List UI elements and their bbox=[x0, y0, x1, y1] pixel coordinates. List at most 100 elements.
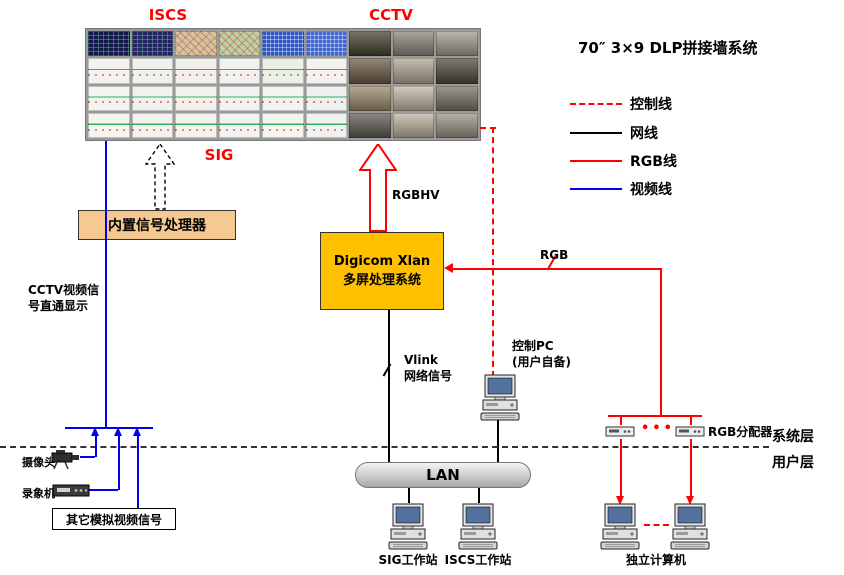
page-title: 70″ 3×9 DLP拼接墙系统 bbox=[578, 39, 758, 57]
blue-arrowhead-other bbox=[133, 427, 141, 436]
camera-connector bbox=[80, 456, 95, 458]
legend-item-rgb: RGB线 bbox=[570, 152, 677, 170]
wall-tile bbox=[392, 58, 435, 84]
wall-tile bbox=[392, 112, 435, 138]
vlink-tick bbox=[382, 363, 392, 377]
legend-item-control: 控制线 bbox=[570, 95, 672, 113]
blue-arrowhead-recorder bbox=[114, 427, 122, 436]
wall-tile bbox=[131, 58, 174, 84]
splitter-ellipsis: ••• bbox=[641, 421, 675, 436]
wall-tile bbox=[218, 85, 261, 111]
standalone-pc-ellipsis-line bbox=[644, 524, 669, 526]
controlpc-lan-line bbox=[497, 420, 499, 462]
legend-line-control bbox=[570, 103, 622, 105]
wall-tile bbox=[262, 112, 304, 138]
rgb-splitter-icon-2 bbox=[675, 423, 705, 439]
standalone-pc-label: 独立计算机 bbox=[625, 553, 686, 567]
rgb-line-vertical bbox=[660, 268, 662, 417]
rgb-arrowhead-into-digicom bbox=[444, 263, 453, 273]
digicom-line2: 多屏处理系统 bbox=[342, 273, 421, 288]
legend-line-video bbox=[570, 188, 622, 190]
wall-tile bbox=[218, 112, 261, 138]
legend-line-rgb bbox=[570, 160, 622, 162]
vlink-line2: 网络信号 bbox=[404, 369, 453, 383]
wall-tile bbox=[88, 31, 130, 57]
rgbhv-label: RGBHV bbox=[392, 188, 440, 202]
wall-tile bbox=[436, 31, 478, 57]
iscs-workstation-label: ISCS工作站 bbox=[444, 553, 512, 567]
wall-label-iscs: ISCS bbox=[148, 6, 188, 24]
wall-tile bbox=[262, 58, 304, 84]
sig-workstation-label: SIG工作站 bbox=[378, 553, 438, 567]
video-bus bbox=[65, 427, 153, 429]
wall-tile bbox=[131, 85, 174, 111]
camera-label: 摄像头 bbox=[22, 456, 55, 469]
wall-tile bbox=[305, 31, 348, 57]
wall-tile bbox=[436, 58, 478, 84]
camera-icon bbox=[48, 448, 82, 470]
system-layer-label: 系统层 bbox=[772, 429, 814, 445]
vlink-line1: Vlink bbox=[404, 353, 439, 367]
wall-tile bbox=[392, 85, 435, 111]
legend-line-network bbox=[570, 132, 622, 134]
wall-tile bbox=[436, 85, 478, 111]
cctv-direct-line2: 号直通显示 bbox=[28, 299, 89, 313]
recorder-connector bbox=[86, 489, 118, 491]
signal-processor-box: 内置信号处理器 bbox=[78, 210, 236, 240]
video-line-main bbox=[105, 141, 107, 428]
layer-divider bbox=[0, 446, 769, 448]
wall-tile bbox=[88, 58, 130, 84]
rgbhv-arrow bbox=[359, 144, 397, 232]
control-pc-label: 控制PC (用户自备) bbox=[512, 338, 571, 370]
wall-tile bbox=[175, 112, 217, 138]
recorder-icon bbox=[52, 482, 90, 498]
wall-tile bbox=[131, 31, 174, 57]
wall-tile bbox=[349, 31, 391, 57]
control-line-vertical bbox=[492, 127, 494, 377]
other-video-line bbox=[137, 434, 139, 508]
legend-label: 控制线 bbox=[630, 97, 672, 113]
legend-label: 视频线 bbox=[630, 182, 672, 198]
wall-tile bbox=[262, 85, 304, 111]
cctv-direct-label: CCTV视频信 号直通显示 bbox=[28, 282, 99, 314]
dashed-arrow-sig bbox=[145, 144, 175, 210]
red-arrowhead-pc2 bbox=[686, 496, 694, 505]
sig-workstation-icon bbox=[386, 503, 430, 551]
wall-tile bbox=[175, 85, 217, 111]
splitter-pc-line-1 bbox=[620, 439, 622, 499]
legend-item-network: 网线 bbox=[570, 124, 658, 142]
wall-tile bbox=[218, 31, 261, 57]
blue-arrowhead-camera bbox=[91, 427, 99, 436]
red-arrowhead-pc1 bbox=[616, 496, 624, 505]
lan-sigws-line bbox=[408, 488, 410, 503]
wall-label-cctv: CCTV bbox=[369, 6, 413, 24]
control-pc-line2: (用户自备) bbox=[512, 355, 571, 369]
camera-video-line bbox=[95, 434, 97, 457]
iscs-workstation-icon bbox=[456, 503, 500, 551]
wall-label-sig: SIG bbox=[204, 146, 234, 164]
wall-tile bbox=[218, 58, 261, 84]
lan-iscsws-line bbox=[478, 488, 480, 503]
standalone-pc-icon-1 bbox=[598, 503, 642, 551]
recorder-label: 录象机 bbox=[22, 487, 55, 500]
digicom-lan-line bbox=[388, 310, 390, 463]
legend-label: 网线 bbox=[630, 126, 658, 142]
rgb-line-horizontal bbox=[450, 268, 660, 270]
user-layer-label: 用户层 bbox=[772, 455, 814, 471]
wall-tile bbox=[436, 112, 478, 138]
legend-item-video: 视频线 bbox=[570, 180, 672, 198]
video-wall bbox=[85, 28, 481, 141]
digicom-processor-box: Digicom Xlan 多屏处理系统 bbox=[320, 232, 444, 310]
standalone-pc-icon-2 bbox=[668, 503, 712, 551]
wall-tile bbox=[392, 31, 435, 57]
wall-tile bbox=[262, 31, 304, 57]
cctv-direct-line1: CCTV视频信 bbox=[28, 283, 100, 297]
control-pc-line1: 控制PC bbox=[512, 339, 554, 353]
rgb-splitter-icon-1 bbox=[605, 423, 635, 439]
rgb-drop-1 bbox=[620, 415, 622, 425]
wall-tile bbox=[305, 85, 348, 111]
wall-tile bbox=[349, 58, 391, 84]
wall-tile bbox=[349, 112, 391, 138]
control-line-horizontal bbox=[480, 127, 496, 129]
digicom-line1: Digicom Xlan bbox=[333, 254, 431, 269]
